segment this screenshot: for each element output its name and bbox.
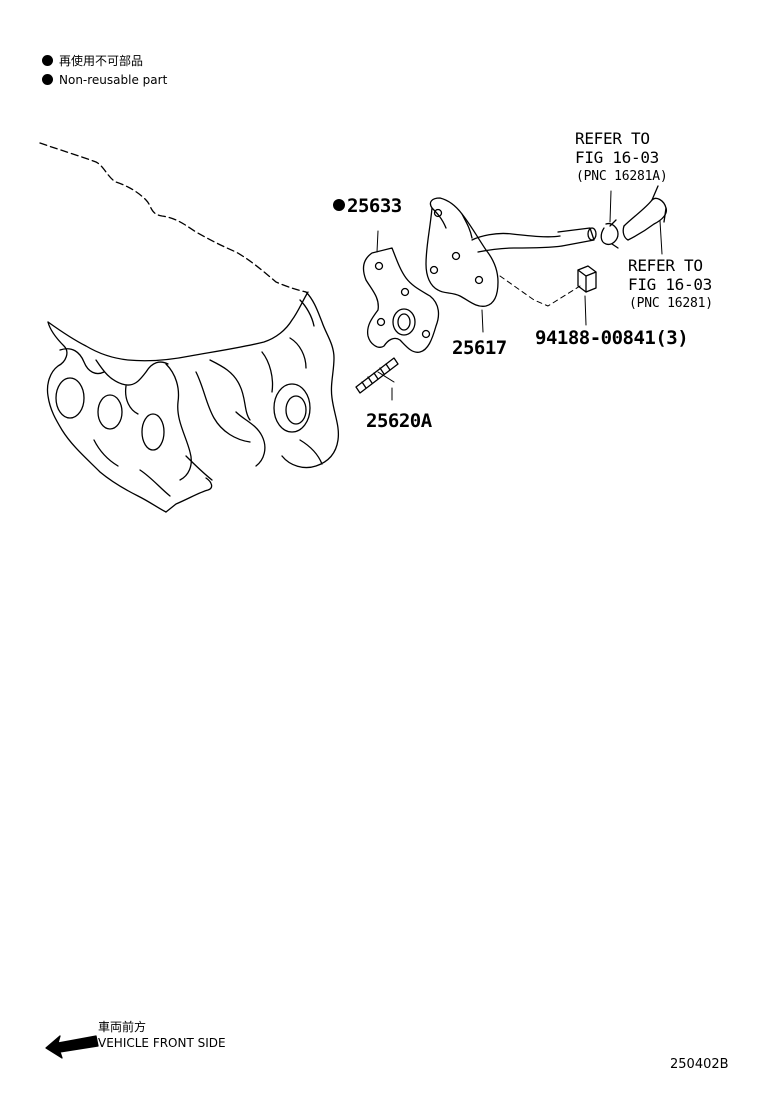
front-arrow-icon	[45, 1035, 99, 1059]
hose-drawing	[609, 185, 668, 255]
legend-jp-text: 再使用不可部品	[59, 54, 144, 68]
non-reusable-dot-icon	[42, 55, 53, 66]
front-side-en: VEHICLE FRONT SIDE	[98, 1036, 226, 1050]
front-side-jp: 車両前方	[98, 1020, 147, 1034]
pipe-part-number: 25617	[452, 337, 507, 359]
legend-non-reusable-en: Non-reusable part	[42, 73, 167, 87]
nut-part-number: 94188-00841(3)	[535, 327, 689, 349]
nut-94188-drawing	[577, 265, 597, 326]
figure-code: 250402B	[670, 1057, 729, 1072]
legend-en-text: Non-reusable part	[59, 73, 168, 87]
callout-pipe-25617: 25617	[452, 337, 507, 359]
ref-lower-line3: (PNC 16281)	[629, 296, 713, 311]
callout-stud-25620A: 25620A	[366, 410, 432, 432]
callout-nut-94188: 94188-00841(3)	[535, 327, 689, 349]
ref-lower-line2: FIG 16-03	[628, 275, 712, 294]
stud-part-number: 25620A	[366, 410, 432, 432]
pipe-25617-drawing	[425, 197, 597, 333]
ref-lower-line1: REFER TO	[628, 256, 703, 275]
callout-gasket-25633: 25633	[333, 195, 402, 217]
ref-upper-line1: REFER TO	[575, 129, 650, 148]
non-reusable-dot-icon	[333, 199, 345, 211]
engine-block-drawing	[39, 142, 340, 513]
ref-upper-line2: FIG 16-03	[575, 148, 659, 167]
non-reusable-dot-icon	[42, 74, 53, 85]
legend-non-reusable-jp: 再使用不可部品	[42, 54, 143, 68]
hose-clamp-drawing	[600, 219, 619, 249]
stud-bolt-25620A-drawing	[355, 357, 399, 401]
ref-upper-line3: (PNC 16281A)	[576, 169, 668, 184]
gasket-part-number: 25633	[347, 195, 402, 217]
gasket-25633-drawing	[362, 230, 440, 353]
